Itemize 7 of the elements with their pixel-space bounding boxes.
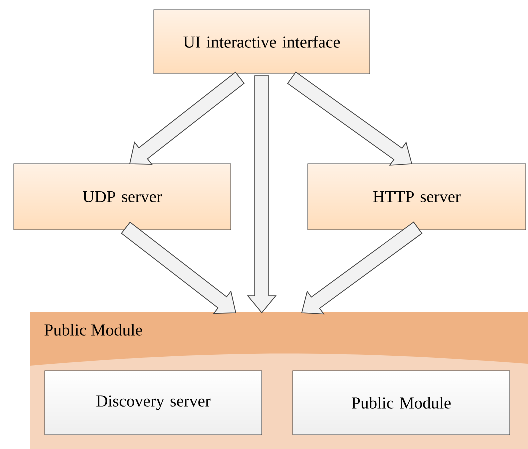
block-arrow [302,222,423,315]
process-box: UI interactive interface [154,10,370,74]
process-box: UDP server [14,164,232,230]
module-box: Public Module [292,370,510,436]
block-arrow [247,76,277,314]
module-box: Discovery server [44,370,262,436]
process-box: HTTP server [308,164,526,230]
